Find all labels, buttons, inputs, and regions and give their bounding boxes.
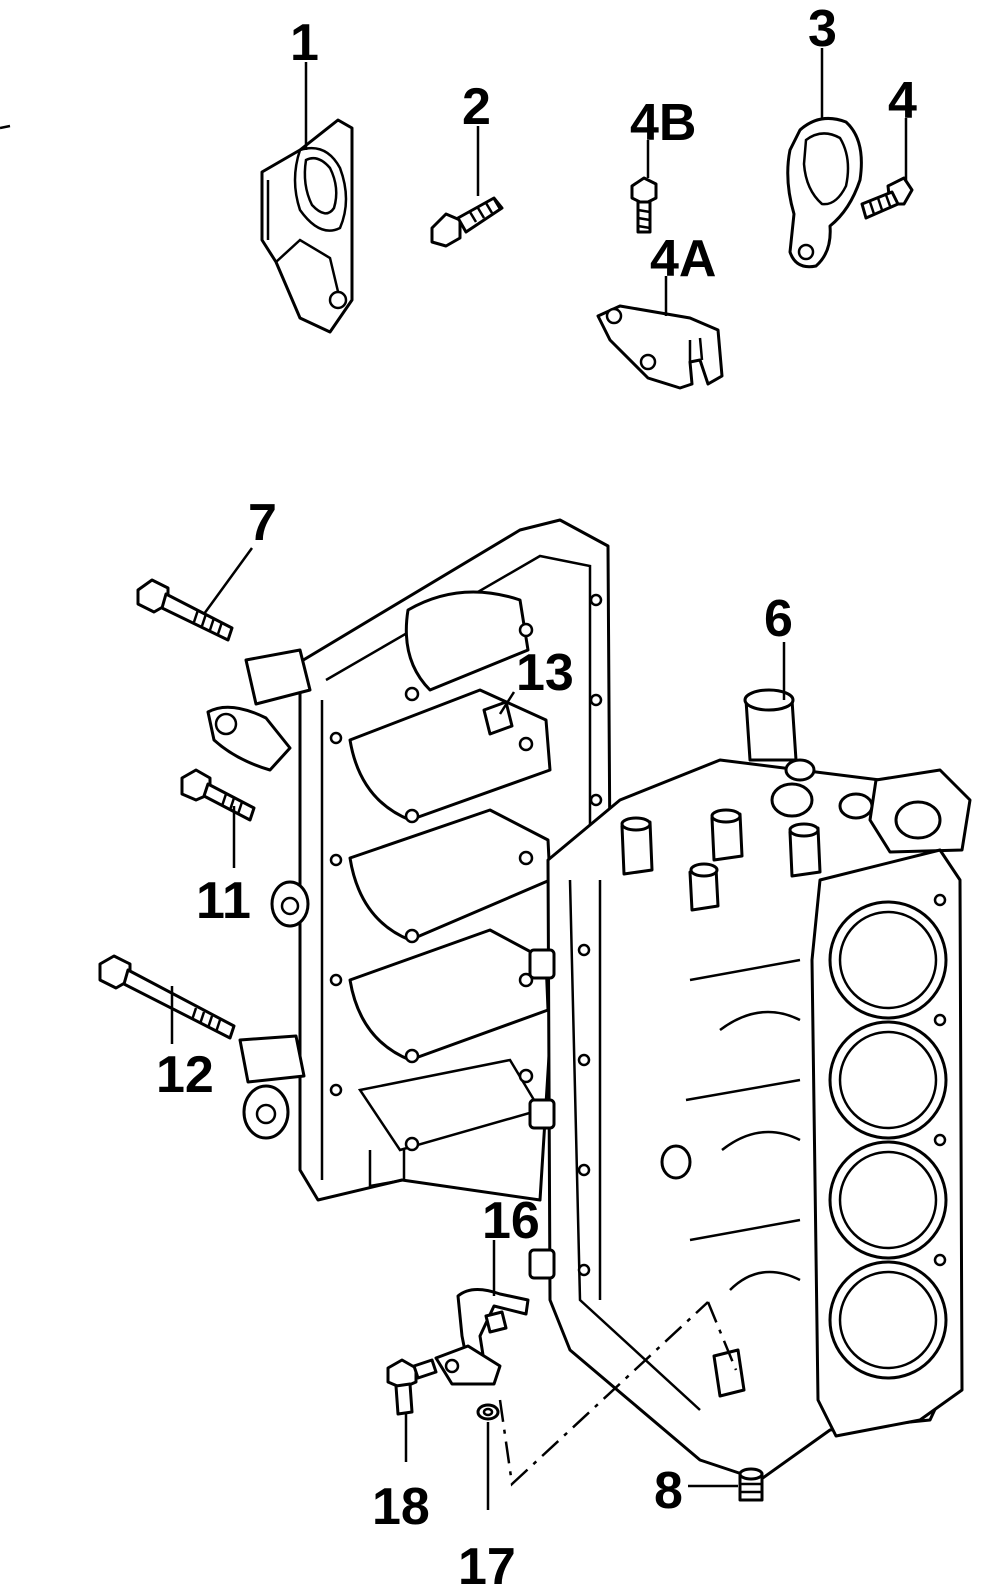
callout-4a: 4A (650, 230, 716, 288)
callout-6: 6 (764, 590, 793, 648)
part-4b-bolt (630, 176, 658, 234)
callout-16: 16 (482, 1192, 540, 1250)
part-18-bolt (386, 1358, 438, 1416)
callout-2: 2 (462, 78, 491, 136)
callout-7: 7 (248, 494, 277, 552)
callout-12: 12 (156, 1046, 214, 1104)
part-12-bolt (98, 954, 236, 1040)
callout-1: 1 (290, 14, 319, 72)
callout-13: 13 (516, 644, 574, 702)
callout-17: 17 (458, 1538, 516, 1589)
part-8-plug (738, 1467, 764, 1502)
part-4-screw (860, 176, 914, 220)
callout-11: 11 (196, 872, 251, 930)
exhaust-cover-plate (206, 518, 612, 1202)
callout-18: 18 (372, 1478, 430, 1536)
callout-labels: 1 2 3 4 4B 4A 7 6 13 11 12 16 8 18 17 (156, 0, 917, 1589)
callout-3: 3 (808, 0, 837, 58)
part-7-bolt (136, 578, 234, 642)
part-4a-plate (596, 304, 724, 390)
part-11-bolt (180, 768, 256, 822)
part-2-bolt (430, 196, 504, 248)
callout-4b: 4B (630, 94, 696, 152)
part-3-bracket (786, 116, 863, 269)
part-1-bracket (260, 118, 354, 334)
callout-4: 4 (888, 72, 917, 130)
part-16-tube (434, 1288, 530, 1386)
leader-lines (0, 48, 908, 1510)
cylinder-block (528, 688, 972, 1482)
part-17-oring (476, 1403, 500, 1421)
callout-8: 8 (654, 1462, 683, 1520)
